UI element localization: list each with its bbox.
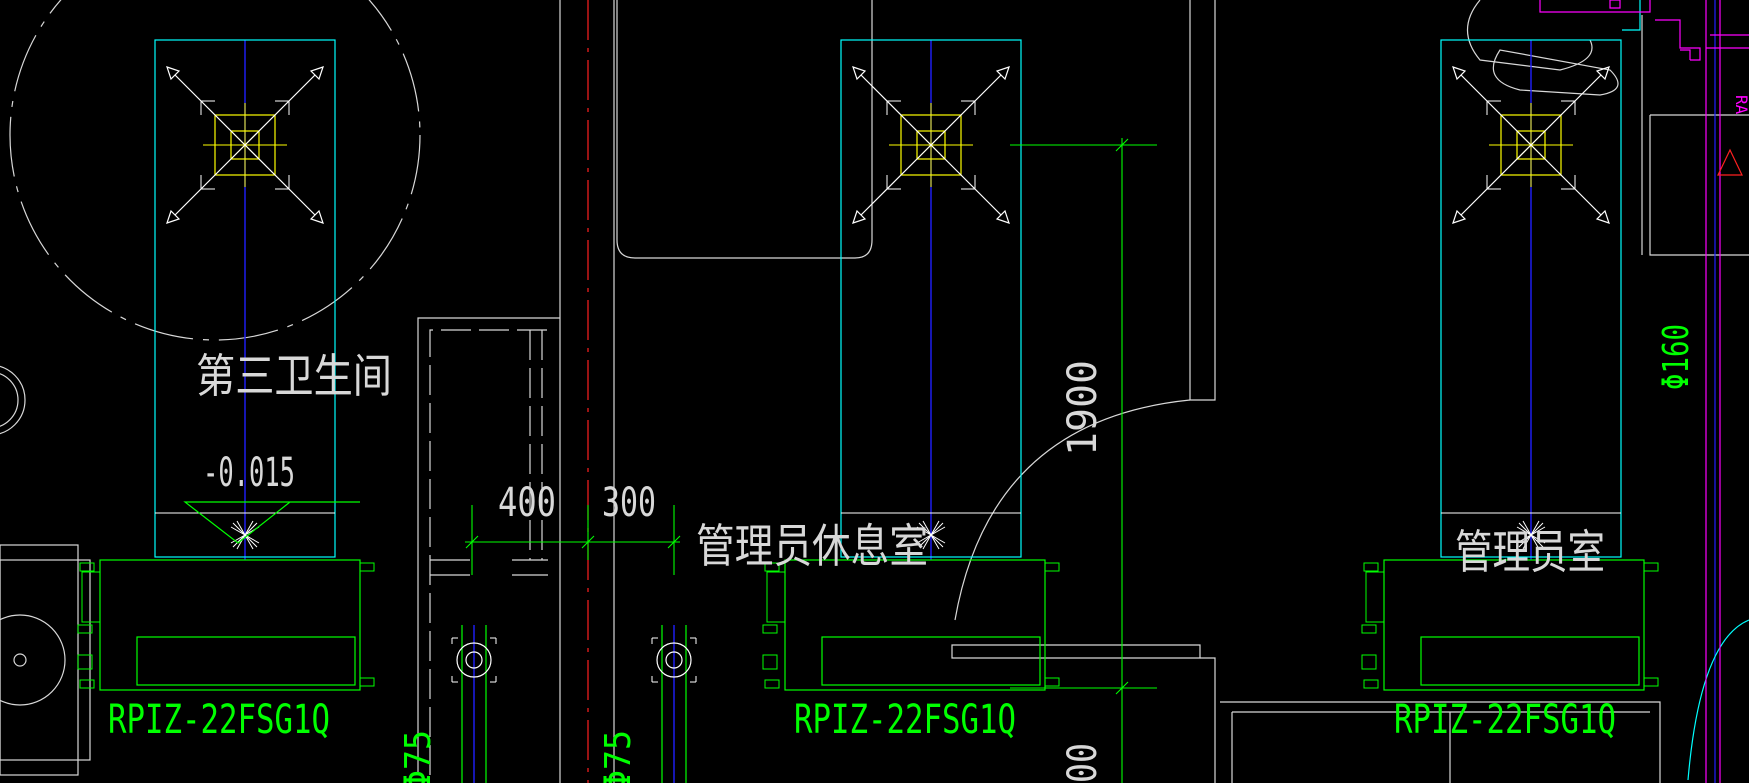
pipe-size-160: Φ160 [1656, 324, 1697, 390]
room-label-1: 第三卫生间 [196, 349, 392, 403]
duct-box-2 [840, 39, 1022, 558]
wall-outline [417, 317, 560, 775]
fixture-outline [0, 365, 26, 435]
equipment-label-3: RPIZ-22FSG1Q [1394, 697, 1616, 743]
annotation-text: -0.015 400 300 1900 00 [203, 360, 1106, 783]
square-diffuser-icon [167, 67, 1609, 223]
toilet-drain [13, 653, 27, 667]
dimension-300: 300 [602, 480, 656, 526]
room-label-3: 管理员室 [1455, 525, 1605, 579]
wall-outline-dashed [429, 329, 548, 775]
fan-coil-units [77, 559, 1659, 691]
duct-box-1 [154, 39, 336, 558]
toilet-frame [0, 559, 91, 761]
duct-boxes [154, 0, 1749, 781]
equipment-label-2: RPIZ-22FSG1Q [794, 697, 1016, 743]
dimension-1900: 1900 [1060, 360, 1106, 456]
elevation-marker-icon [183, 501, 360, 544]
toilet-tank [0, 544, 79, 776]
elevation-value: -0.015 [203, 450, 295, 496]
door-swing-arc [9, 0, 421, 341]
fcu-3 [1361, 559, 1659, 691]
toilet-bowl [0, 614, 66, 706]
magenta-fixture [1539, 0, 1749, 61]
room-labels: 第三卫生间 管理员休息室 管理员室 [196, 349, 1605, 579]
drain-pipes [461, 0, 1721, 783]
equipment-labels: RPIZ-22FSG1Q RPIZ-22FSG1Q RPIZ-22FSG1Q [108, 697, 1616, 743]
pipe-size-75-a: Φ75 [398, 730, 439, 783]
ra-tag: RA [1732, 95, 1749, 115]
fixture-outline-inner [0, 373, 19, 427]
floor-drain-icon [451, 637, 697, 683]
equipment-label-1: RPIZ-22FSG1Q [108, 697, 330, 743]
room-label-2: 管理员休息室 [696, 519, 928, 573]
pipe-size-labels: Φ160 Φ75 Φ75 RA [398, 95, 1749, 783]
grid-layer [244, 0, 1716, 783]
dimension-lines [465, 138, 1157, 783]
ra-arrow-icon [1717, 148, 1743, 176]
dimension-400: 400 [498, 480, 556, 526]
duct-box-3 [1440, 39, 1622, 558]
fcu-1 [77, 559, 375, 691]
dimension-partial: 00 [1060, 743, 1106, 783]
pipe-size-75-b: Φ75 [598, 730, 639, 783]
fcu-2 [762, 559, 1060, 691]
